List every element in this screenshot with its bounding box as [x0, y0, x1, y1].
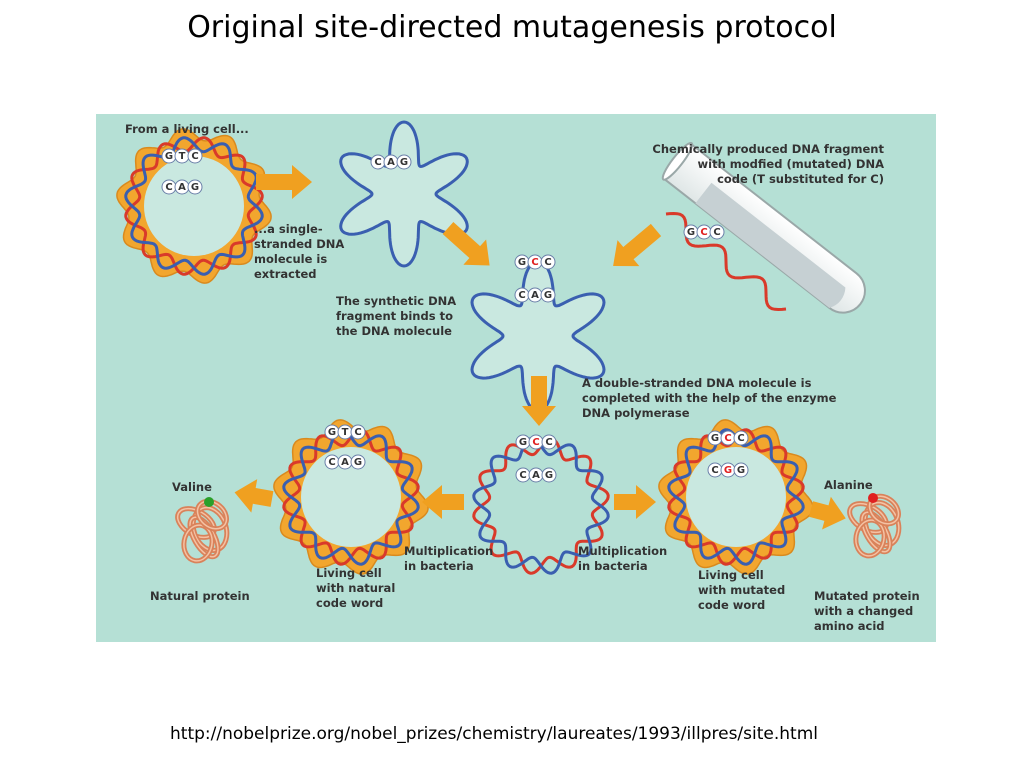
base-letter: G: [544, 290, 552, 301]
base-letter: C: [713, 227, 720, 238]
base-letter: C: [191, 151, 198, 162]
base-circle: [733, 462, 749, 478]
base-letter: G: [519, 437, 527, 448]
slide-title: Original site-directed mutagenesis proto…: [187, 10, 837, 45]
base-circle: [540, 287, 556, 303]
arrow-to-binding: [442, 222, 490, 266]
arrow-to-mutated: [614, 485, 656, 519]
arrow-to-valine: [234, 479, 274, 513]
single-strand-dna: [339, 120, 469, 268]
base-letter: G: [191, 182, 199, 193]
cell-natural: [273, 419, 429, 575]
source-url: http://nobelprize.org/nobel_prizes/chemi…: [170, 724, 818, 744]
base-letter: G: [165, 151, 173, 162]
base-letter: A: [387, 157, 395, 168]
hetero-dna: [472, 437, 610, 575]
caption-multiplication-right: Multiplication in bacteria: [578, 544, 668, 573]
caption-living-mutated: Living cell with mutated code word: [698, 568, 786, 612]
base-letter: C: [165, 182, 172, 193]
base-letter: C: [545, 437, 552, 448]
base-letter: G: [711, 433, 719, 444]
natural-protein: [175, 498, 230, 564]
base-circle: [709, 224, 725, 240]
base-letter: G: [737, 465, 745, 476]
dna-source: [124, 136, 264, 276]
base-letter: C: [518, 290, 525, 301]
caption-single-strand: ...a single- stranded DNA molecule is ex…: [254, 222, 345, 281]
arrow-to-alanine: [808, 496, 846, 530]
base-circle: [733, 430, 749, 446]
base-circle: [350, 454, 366, 470]
caption-natural-protein: Natural protein: [150, 589, 250, 603]
base-letter: C: [531, 257, 538, 268]
base-circle: [396, 154, 412, 170]
test-tube: [661, 141, 866, 314]
base-letter: G: [328, 427, 336, 438]
bound-dna: [470, 259, 606, 413]
valine-marker: [204, 497, 214, 507]
base-letter: T: [179, 151, 186, 162]
caption-valine: Valine: [172, 480, 212, 494]
base-letter: A: [532, 470, 540, 481]
arrow-to-natural: [422, 485, 464, 519]
caption-double-strand: A double-stranded DNA molecule is comple…: [582, 376, 837, 420]
caption-alanine: Alanine: [824, 478, 873, 492]
base-letter: C: [700, 227, 707, 238]
caption-mutated-protein: Mutated protein with a changed amino aci…: [814, 589, 920, 633]
arrow-extract: [256, 165, 312, 199]
base-letter: G: [354, 457, 362, 468]
caption-synthetic-binds: The synthetic DNA fragment binds to the …: [336, 294, 457, 338]
base-letter: C: [532, 437, 539, 448]
caption-multiplication-left: Multiplication in bacteria: [404, 544, 494, 573]
base-letter: A: [341, 457, 349, 468]
dna-natural: [282, 428, 420, 566]
base-letter: C: [711, 465, 718, 476]
alanine-marker: [868, 493, 878, 503]
base-letter: T: [342, 427, 349, 438]
arrow-polymerase: [522, 376, 556, 426]
base-letter: C: [354, 427, 361, 438]
base-letter: C: [374, 157, 381, 168]
base-letter: A: [531, 290, 539, 301]
base-circle: [540, 254, 556, 270]
base-letter: G: [400, 157, 408, 168]
base-letter: A: [178, 182, 186, 193]
base-circle: [541, 434, 557, 450]
base-letter: C: [519, 470, 526, 481]
base-circle: [350, 424, 366, 440]
base-circle: [187, 179, 203, 195]
caption-from-cell: From a living cell...: [125, 122, 249, 136]
base-letter: G: [518, 257, 526, 268]
base-letter: G: [545, 470, 553, 481]
base-circle: [187, 148, 203, 164]
base-letter: C: [737, 433, 744, 444]
base-circle: [541, 467, 557, 483]
mutated-protein: [847, 493, 902, 559]
base-letter: C: [544, 257, 551, 268]
base-letter: C: [724, 433, 731, 444]
arrow-fragment-in: [613, 223, 662, 267]
caption-living-natural: Living cell with natural code word: [316, 566, 396, 610]
caption-chemical-fragment: Chemically produced DNA fragment with mo…: [652, 142, 884, 186]
dna-mutated: [667, 428, 805, 566]
base-letter: G: [724, 465, 732, 476]
base-letter: C: [328, 457, 335, 468]
base-letter: G: [687, 227, 695, 238]
